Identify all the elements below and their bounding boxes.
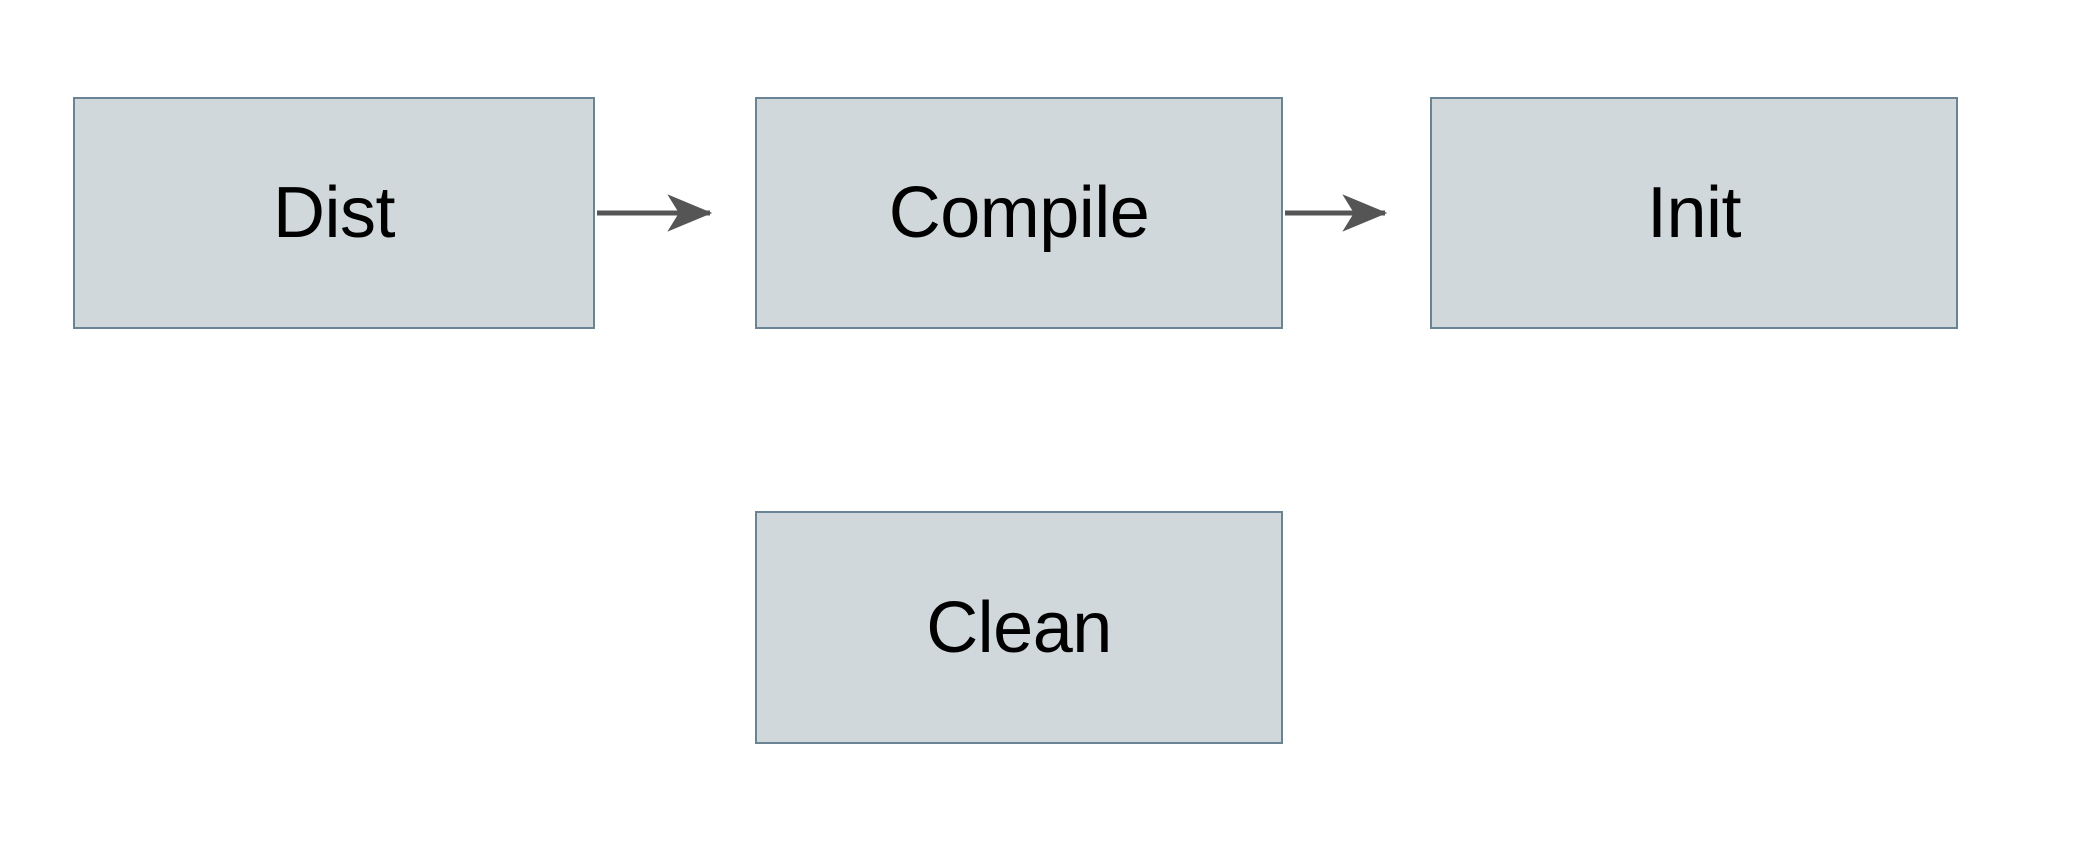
node-init-label: Init [1646, 173, 1742, 253]
node-clean[interactable]: Clean [755, 511, 1283, 744]
node-clean-label: Clean [926, 587, 1112, 668]
node-compile-label: Compile [888, 173, 1150, 253]
node-dist[interactable]: Dist [73, 97, 595, 329]
node-compile[interactable]: Compile [755, 97, 1283, 329]
node-dist-label: Dist [273, 173, 396, 253]
node-init[interactable]: Init [1430, 97, 1958, 329]
